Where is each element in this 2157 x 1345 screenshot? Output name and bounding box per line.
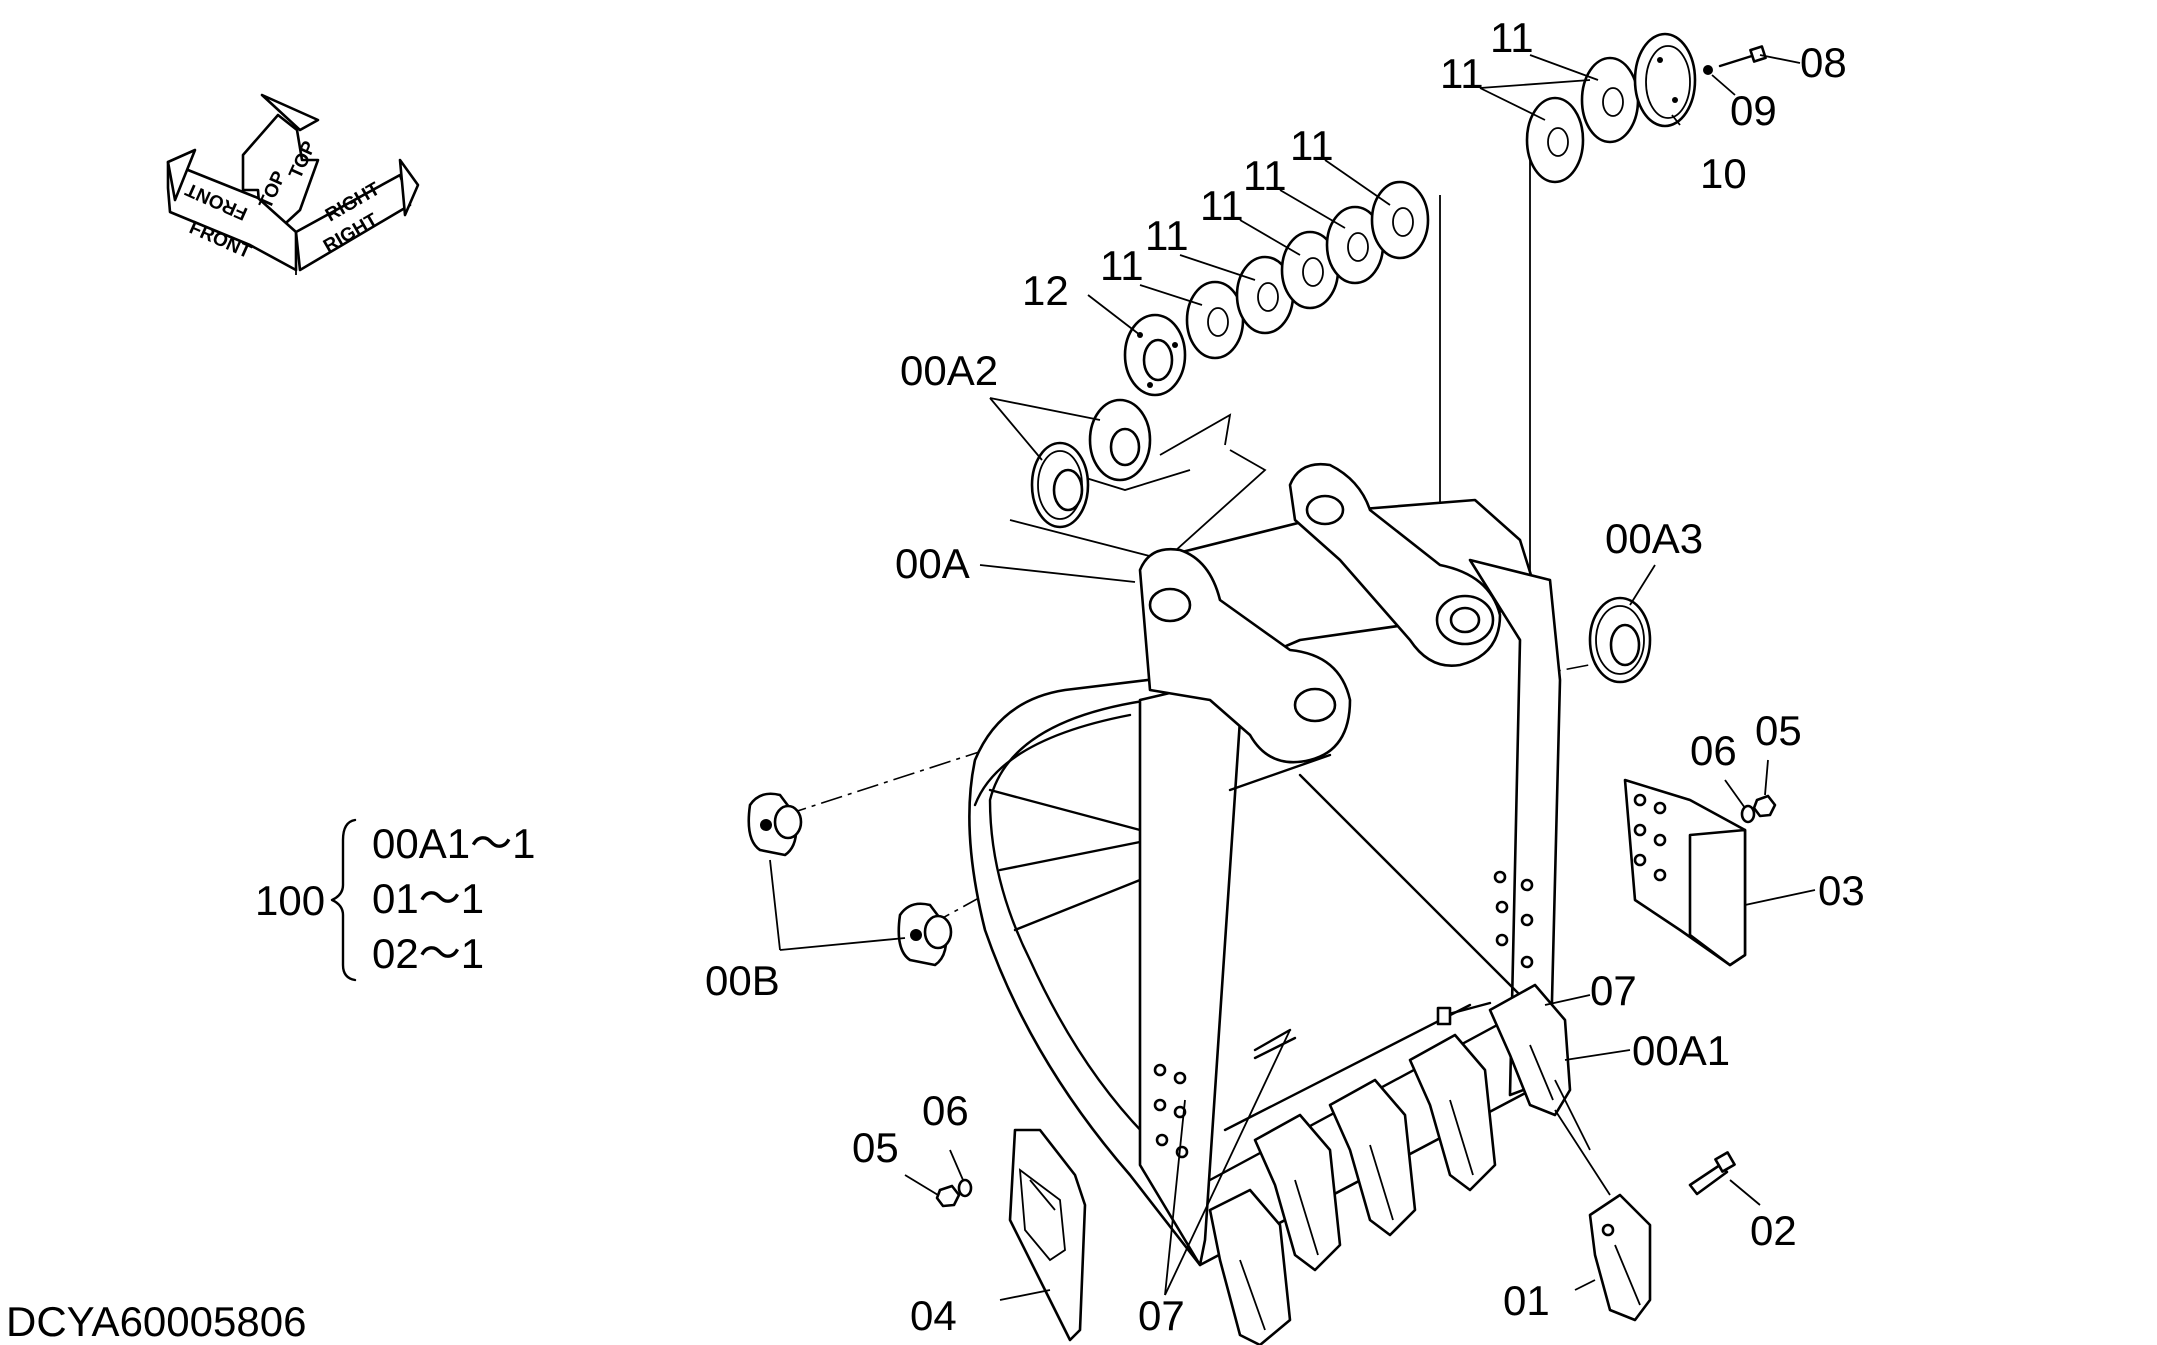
side-cutter-03 [1623, 778, 1747, 967]
bolt-holes-left [1153, 1063, 1189, 1159]
pin-07-upper [1436, 1001, 1492, 1026]
callout-07-upper: 07 [1590, 967, 1637, 1014]
callout-labels: 00A 00A1 00A2 00A3 00B 01 02 03 04 05 05… [705, 14, 1865, 1339]
orientation-arrows: FRONT FRONT TOP TOP RIGHT RIGHT [166, 93, 420, 275]
callout-05-right: 05 [1755, 707, 1802, 754]
callout-03: 03 [1818, 867, 1865, 914]
callout-09: 09 [1730, 87, 1777, 134]
washer-06-right [1740, 804, 1756, 824]
washer-06-left [957, 1178, 973, 1198]
bushing-lower [897, 902, 953, 967]
callout-00A: 00A [895, 540, 970, 587]
nut-05-right [1752, 794, 1777, 818]
callout-00B: 00B [705, 957, 780, 1004]
callout-06-left: 06 [922, 1087, 969, 1134]
tooth [1328, 1078, 1417, 1237]
right-arrowhead-icon [398, 158, 420, 217]
bucket-body [968, 462, 1562, 1267]
assembly-number: 100 [255, 877, 325, 924]
callout-05-left: 05 [852, 1124, 899, 1171]
bolt-08 [1718, 45, 1767, 68]
retainer-plate-10 [1633, 32, 1697, 128]
tooth [1408, 1033, 1497, 1192]
shim-plate-12 [1123, 313, 1187, 397]
washer-09 [1703, 65, 1713, 75]
shim-upper [1525, 96, 1585, 184]
callout-01: 01 [1503, 1277, 1550, 1324]
front-arrowhead-icon [166, 148, 197, 202]
callout-11: 11 [1145, 212, 1189, 259]
callout-11: 11 [1100, 242, 1144, 289]
callout-02: 02 [1750, 1207, 1797, 1254]
callout-00A1: 00A1 [1632, 1027, 1730, 1074]
pin-07-lower [1253, 1028, 1297, 1060]
tooth [1208, 1188, 1292, 1345]
curly-brace [330, 818, 357, 982]
callout-00A3: 00A3 [1605, 515, 1703, 562]
callout-11: 11 [1490, 14, 1534, 61]
callout-00A2: 00A2 [900, 347, 998, 394]
bolt-holes-right [1493, 870, 1534, 969]
callout-11: 11 [1440, 50, 1484, 97]
assembly-item: 00A1～1 [372, 820, 535, 867]
assembly-legend: 100 00A1～1 01～1 02～1 [255, 818, 535, 982]
front-arrow-shape [166, 160, 298, 272]
tooth [1253, 1113, 1342, 1272]
bushing-upper [747, 792, 803, 857]
side-cutter-04 [1008, 1128, 1087, 1342]
callout-04: 04 [910, 1292, 957, 1339]
drawing-id: DCYA60005806 [6, 1298, 307, 1345]
shim-upper [1580, 56, 1640, 144]
shim [1370, 180, 1430, 260]
shim-series [1185, 180, 1430, 360]
callout-10: 10 [1700, 150, 1747, 197]
seal-ring-3 [1588, 596, 1652, 684]
callout-11: 11 [1200, 182, 1244, 229]
callout-06-right: 06 [1690, 727, 1737, 774]
seal-ring-2 [1088, 398, 1152, 482]
callout-11: 11 [1243, 152, 1287, 199]
callout-07-lower: 07 [1138, 1292, 1185, 1339]
nut-05-left [935, 1184, 961, 1208]
assembly-item: 02～1 [372, 930, 484, 977]
top-arrowhead-icon [260, 93, 320, 132]
assembly-item: 01～1 [372, 875, 484, 922]
callout-12: 12 [1022, 267, 1069, 314]
pin-02 [1688, 1151, 1736, 1196]
callout-08: 08 [1800, 39, 1847, 86]
tooth [1488, 983, 1572, 1117]
seal-ring-1 [1030, 441, 1090, 529]
leader-lines [769, 54, 1816, 1301]
bucket-teeth [1208, 983, 1572, 1345]
callout-11: 11 [1290, 122, 1334, 169]
tooth-01 [1588, 1193, 1652, 1322]
shim [1185, 280, 1245, 360]
